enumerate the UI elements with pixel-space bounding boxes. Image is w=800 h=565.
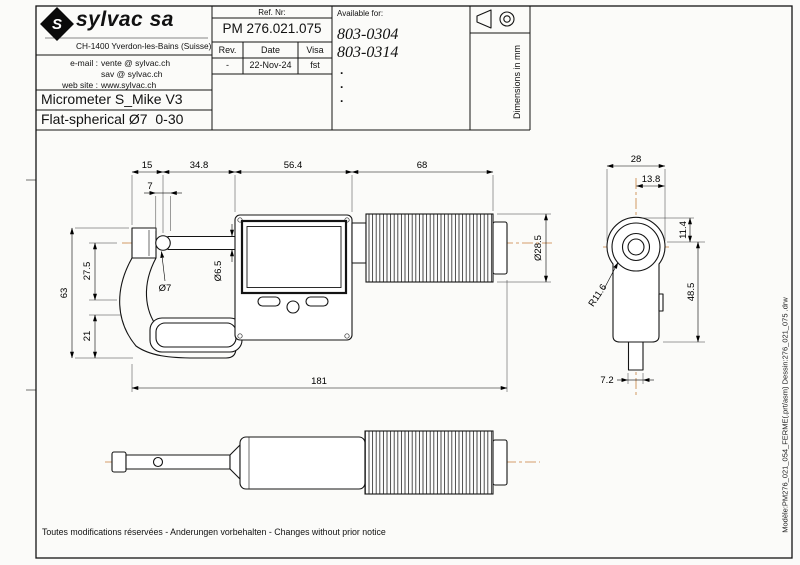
web-value: www.sylvac.ch: [101, 79, 157, 90]
dim-label-28: 28: [631, 154, 642, 165]
projection-symbol-icon: [476, 9, 515, 29]
dim-label-34-8: 34.8: [190, 160, 209, 171]
email-value-2: sav @ sylvac.ch: [101, 68, 163, 79]
dim-label-13-8: 13.8: [642, 174, 661, 185]
date-value: 22-Nov-24: [249, 60, 292, 70]
sheet-frame: [26, 5, 793, 559]
date-header: Date: [260, 45, 280, 55]
bullet: .: [340, 63, 344, 77]
side-view-part: [606, 216, 666, 371]
bottom-view-part: [111, 430, 508, 495]
product-title-line1: Micrometer S_Mike V3: [41, 91, 183, 107]
units-note: Dimensions in mm: [512, 44, 522, 120]
dim-label-21: 21: [82, 331, 93, 342]
dim-label-68: 68: [417, 160, 428, 171]
dim-label-dia6-5: Ø6.5: [213, 261, 224, 282]
dim-label-dia7: Ø7: [159, 283, 172, 294]
contact-block: e-mail :vente @ sylvac.ch sav @ sylvac.c…: [40, 58, 208, 90]
email-label: e-mail :: [70, 58, 98, 68]
dim-label-15: 15: [142, 160, 153, 171]
dim-label-7-2: 7.2: [600, 375, 613, 386]
title-block-grid: [36, 6, 531, 131]
available-item: 803-0304: [337, 26, 399, 43]
company-name: sylvac sa: [76, 8, 174, 31]
available-bullet-list: . . .: [340, 63, 343, 105]
available-for-label: Available for:: [337, 9, 384, 18]
model-file-note: Modèle:PM276_021_054_FERME(.prt/asm) Des…: [780, 297, 790, 533]
dim-label-181: 181: [311, 376, 327, 387]
email-value-1: vente @ sylvac.ch: [101, 58, 171, 68]
dim-label-7: 7: [147, 181, 152, 192]
available-for-items: 803-0304 803-0314: [337, 26, 398, 61]
main-view-part: [119, 213, 508, 359]
ref-nr-value: PM 276.021.075: [222, 21, 322, 36]
rev-value: -: [226, 60, 229, 70]
web-label: web site :: [62, 79, 98, 90]
dim-label-27-5: 27.5: [82, 262, 93, 281]
company-address: CH-1400 Yverdon-les-Bains (Suisse): [76, 41, 212, 51]
rev-header: Rev.: [218, 45, 237, 55]
dim-label-63: 63: [59, 288, 70, 299]
visa-header: Visa: [306, 45, 324, 55]
sylvac-logo-icon: S: [40, 7, 74, 41]
available-item: 803-0314: [337, 43, 399, 61]
visa-value: fst: [310, 60, 320, 70]
bullet: .: [340, 77, 344, 91]
bullet: .: [340, 91, 344, 105]
dim-label-56-4: 56.4: [284, 160, 303, 171]
dim-label-11-4: 11.4: [678, 221, 689, 239]
dim-label-r11-6: R11.6: [586, 282, 609, 309]
product-title-line2: Flat-spherical Ø7 0-30: [41, 111, 184, 127]
dim-label-dia28-5: Ø28.5: [533, 235, 544, 261]
modification-notice: Toutes modifications réservées - Anderun…: [42, 527, 386, 537]
dim-label-48-5: 48.5: [686, 283, 697, 302]
main-view-dimensions: 15 34.8 56.4 68 7 63 27.5 21 Ø7 Ø6.5 Ø28…: [59, 160, 551, 392]
ref-nr-label: Ref. Nr:: [258, 8, 286, 17]
